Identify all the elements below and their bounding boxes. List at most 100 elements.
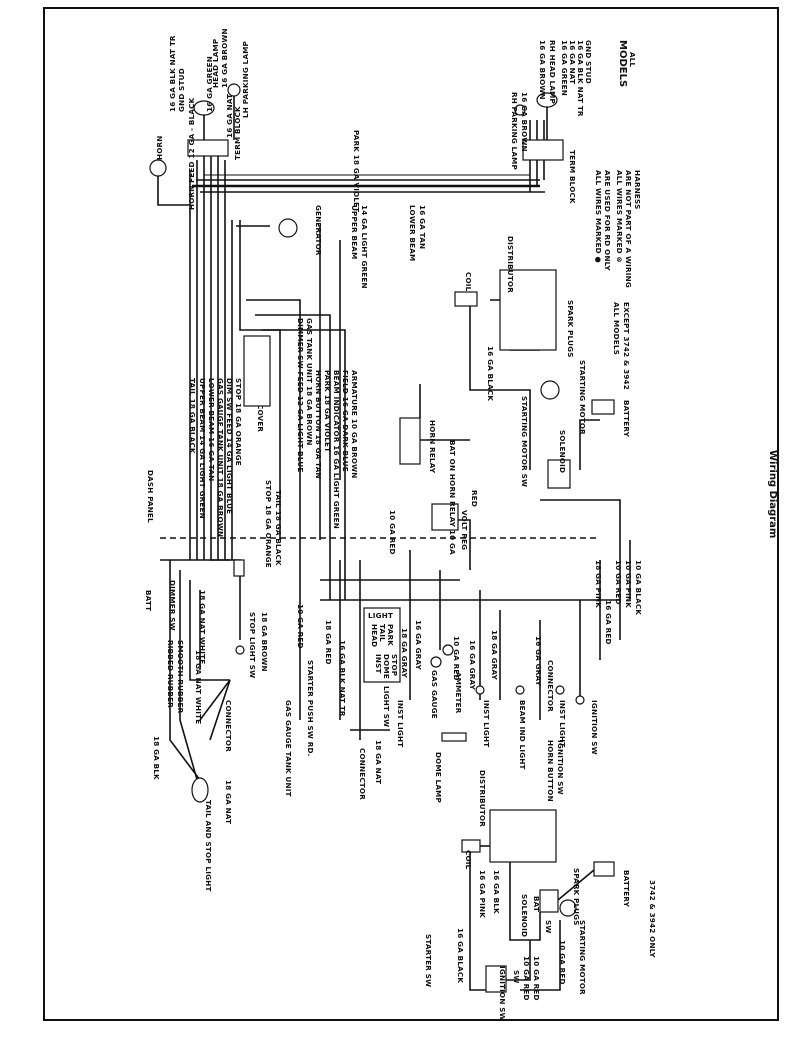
horn-label: HORN <box>155 136 164 160</box>
tail-black-label: TAIL 18 GA BLACK <box>274 490 283 566</box>
instrument-cluster <box>299 540 631 742</box>
dome-lamp-box <box>441 732 467 742</box>
note-line4: ARE NOT PART OF A WIRING <box>624 170 633 288</box>
front-right-term-block: TERM BLOCK <box>568 150 577 204</box>
inset-w2: 16 GA BLK <box>492 870 501 914</box>
rear-w3: 18 GA NAT WHITE <box>194 650 203 724</box>
front-left-lamps <box>149 83 241 206</box>
coil-box <box>454 291 478 307</box>
inset-w1: 16 GA PINK <box>478 870 487 918</box>
front-harness <box>189 120 545 600</box>
horn-relay-box <box>399 417 421 465</box>
rear-w4: 18 GA BLK <box>152 736 161 780</box>
dash-panel-label: DASH PANEL <box>146 470 155 523</box>
front-right-parking-lamp: RH PARKING LAMP <box>510 92 519 170</box>
inst-label-11: 16 GA GRAY <box>534 636 543 687</box>
generator-icon <box>278 218 298 238</box>
dash-label-4: DIM SW FEED 14 GA LIGHT BLUE <box>225 378 234 514</box>
rear-connector-label: CONNECTOR <box>224 700 233 752</box>
front-left-term-block: TERM BLOCK <box>233 106 242 160</box>
front-right-text: RH PARKING LAMP 16 GA BROWN 16 GA BROWN … <box>510 40 593 204</box>
ribbed-label: RIBBED RUBBER <box>166 640 175 708</box>
horn-icon <box>149 159 167 177</box>
dash-label-column: TAIL 18 GA BLACK UPPER BEAM 14 GA LIGHT … <box>188 378 243 537</box>
relay-label-column: DIMMER SW FEED 12 GA LIGHT BLUE GAS TANK… <box>296 318 359 529</box>
inst-label-3: STARTER PUSH SW RD. <box>306 660 315 757</box>
engine-top-text: COIL DISTRIBUTOR SPARK PLUGS 16 GA BLACK… <box>146 236 631 568</box>
inset-ignition-sw-label: IGNITION SW <box>498 966 507 1021</box>
front-right-w2: 16 GA GREEN <box>560 40 569 96</box>
switch-head-2: TAIL <box>378 624 387 642</box>
switch-head-4: INST <box>374 654 383 674</box>
connector-mid-label: CONNECTOR <box>358 748 367 800</box>
switch-head-6: STOP <box>390 654 399 676</box>
dash-label-3: GAS GAUGE TANK UNIT 18 GA BROWN <box>216 378 225 537</box>
starting-motor-icon <box>540 380 560 400</box>
distributor-box <box>499 269 557 351</box>
relay-label-0: DIMMER SW FEED 12 GA LIGHT BLUE <box>296 318 305 473</box>
ignition-sw-icon <box>575 695 585 705</box>
starting-motor-sw-label: STARTING MOTOR SW <box>520 396 529 487</box>
switch-head-5: DOME <box>382 654 391 679</box>
front-left-w4: 16 GA NAT <box>225 94 234 138</box>
tail-stop-lamp-icon <box>191 777 209 803</box>
harness-labels: PARK 18 GA VIOLET HORN FEED 12 GA - BLAC… <box>187 97 427 432</box>
lower-beam-ga-label: 16 GA TAN <box>418 205 427 249</box>
front-right-lamps <box>514 92 564 161</box>
rear-w1: 18 GA NAT WHITE <box>198 590 207 664</box>
front-right-w3: 16 GA NAT <box>568 40 577 84</box>
dimmer-switch-box <box>233 559 245 577</box>
inst-label-20: 10 GA RED <box>614 560 623 605</box>
relay-label-3: PARK 18 GA VIOLET <box>323 370 332 452</box>
inset-text: 3742 & 3942 ONLY DISTRIBUTOR COIL SPARK … <box>424 770 657 1021</box>
dimmer-sw-label: DIMMER SW <box>168 580 177 631</box>
engine-top <box>399 269 621 570</box>
inset-solenoid-label: SOLENOID <box>520 894 529 937</box>
note-line3: ALL WIRES MARKED ⊗ <box>615 170 624 263</box>
inst-label-17: HORN BUTTON <box>546 740 555 802</box>
dash-label-1: UPPER BEAM 14 GA LIGHT GREEN <box>198 378 207 519</box>
front-right-w4: 16 GA BLK NAT TR <box>576 40 585 117</box>
inset-battery-box <box>593 861 615 877</box>
inst-label-2: 16 GA BLK NAT TR <box>338 640 347 717</box>
solenoid-box <box>547 459 571 489</box>
models-value: ALL <box>628 52 637 68</box>
rear-text: BATT DIMMER SW 18 GA NAT WHITE STOP LIGH… <box>144 580 293 892</box>
horn-relay-label: HORN RELAY <box>428 420 437 474</box>
relay-label-2: HORN BUTTON 18 GA TAN <box>314 370 323 479</box>
generator-label: GENERATOR <box>314 205 323 256</box>
inset-starting-motor-label: STARTING MOTOR <box>578 920 587 995</box>
rear-w5: 18 GA NAT <box>224 780 233 824</box>
inset-solenoid-box <box>539 889 559 913</box>
inst-label-8: 10 GA RED <box>452 636 461 681</box>
inset-w4: 10 GA RED <box>558 940 567 985</box>
park-violet-label: PARK 18 GA VIOLET <box>352 130 361 212</box>
battery-top-box <box>591 399 615 415</box>
red-label: RED <box>470 490 479 507</box>
front-left-gnd-stud: GND STUD <box>177 68 186 112</box>
rear-w2: 18 GA BROWN <box>260 612 269 672</box>
inst-label-7: AMMETER <box>454 672 463 714</box>
inst-label-19: 18 GA PINK <box>594 560 603 608</box>
volt-reg-box <box>431 503 459 531</box>
battery-top-label: BATTERY <box>622 400 631 438</box>
rear-harness <box>160 559 245 803</box>
volt-reg-label: VOLT REG <box>460 510 469 550</box>
models-note: MODELS ALL ALL WIRES MARKED ● ARE USED F… <box>594 40 642 288</box>
inset-distributor-box <box>489 809 557 863</box>
stop-light-sw-label: STOP LIGHT SW <box>248 612 257 678</box>
term-block-right <box>522 139 564 161</box>
front-right-gnd-stud: GND STUD <box>584 40 593 84</box>
light-switch-box <box>363 607 401 683</box>
relay-label-1: GAS TANK UNIT 18 GA BROWN <box>305 318 314 446</box>
note-line2: ARE USED FOR RD ONLY <box>603 170 612 271</box>
all-models-label: ALL MODELS <box>612 302 621 355</box>
upper-beam-label: UPPER BEAM <box>350 205 359 259</box>
inst-label-12: CONNECTOR <box>546 660 555 712</box>
lower-beam-label: LOWER BEAM <box>408 205 417 261</box>
spark-plugs-label: SPARK PLUGS <box>566 300 575 358</box>
sheet-border <box>43 7 779 1021</box>
switch-head-3: PARK <box>386 624 395 646</box>
inst-label-1: 18 GA RED <box>324 620 333 665</box>
